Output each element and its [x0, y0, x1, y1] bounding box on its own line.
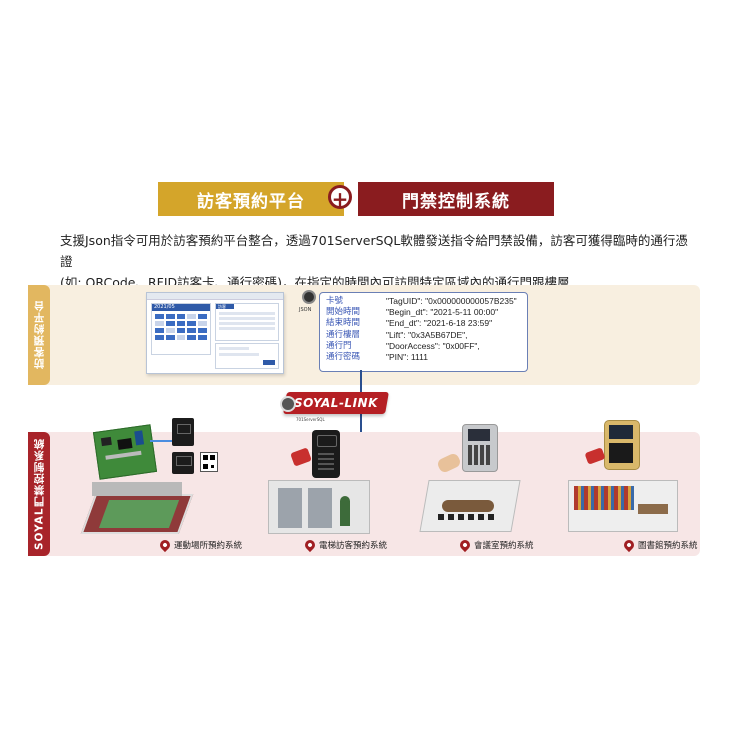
- json-value: "DoorAccess": "0x00FF",: [386, 340, 480, 351]
- json-key: 通行密碼: [326, 352, 361, 363]
- system-name: 圖書館預約系統: [638, 541, 698, 551]
- json-row: 開始時間 "Begin_dt": "2021-5-11 00:00": [320, 307, 527, 318]
- intro-text: 支援Json指令可用於訪客預約平台整合，透過701ServerSQL軟體發送指令…: [60, 230, 700, 293]
- system-label: 會議室預約系統: [457, 537, 534, 553]
- json-value: "End_dt": "2021-6-18 23:59": [386, 318, 493, 329]
- visitor-platform-side-label: 訪客預約平台: [28, 285, 50, 385]
- system-name: 電梯訪客預約系統: [319, 541, 388, 551]
- access-control-label: 門禁控制系統: [402, 191, 510, 212]
- access-control-pill: 門禁控制系統: [358, 182, 554, 216]
- system-label: 圖書館預約系統: [621, 537, 698, 553]
- soyal-link-logo: SOYAL-LINK: [283, 392, 389, 414]
- location-pin-icon: [457, 537, 473, 553]
- qr-reader: [172, 452, 194, 474]
- json-key: 通行門: [326, 340, 352, 351]
- access-control-side-label: SOYAL門禁控制系統: [28, 432, 50, 556]
- calendar-widget: 2021/05: [151, 303, 211, 355]
- library-scene: [568, 474, 678, 536]
- soyal-link-sub: 701ServerSQL: [296, 417, 325, 422]
- card-reader: [172, 418, 194, 446]
- system-name: 會議室預約系統: [474, 541, 534, 551]
- calendar-month: 2021/05: [152, 304, 210, 311]
- json-value: "Begin_dt": "2021-5-11 00:00": [386, 307, 499, 318]
- soyal-link-label: SOYAL-LINK: [294, 396, 378, 410]
- location-pin-icon: [302, 537, 318, 553]
- keypad-reader-hand: [312, 430, 340, 478]
- screen-titlebar: [147, 293, 283, 300]
- schedule-panel: 訪客: [215, 303, 279, 341]
- platform-screen: 2021/05 訪客: [146, 292, 284, 374]
- system-name: 運動場所預約系統: [174, 541, 243, 551]
- system-label: 電梯訪客預約系統: [302, 537, 388, 553]
- json-key: 通行樓層: [326, 329, 361, 340]
- json-value: "Lift": "0x3A5B67DE",: [386, 329, 468, 340]
- json-badge-label: JSON: [299, 307, 312, 313]
- json-row: 通行樓層 "Lift": "0x3A5B67DE",: [320, 330, 527, 341]
- intro-line-1: 支援Json指令可用於訪客預約平台整合，透過701ServerSQL軟體發送指令…: [60, 233, 688, 269]
- json-value: "TagUID": "0x000000000057B235": [386, 296, 517, 306]
- json-key: 卡號: [326, 296, 344, 306]
- json-key: 開始時間: [326, 307, 361, 318]
- location-pin-icon: [621, 537, 637, 553]
- location-pin-icon: [157, 537, 173, 553]
- visitor-form: [215, 343, 279, 369]
- sports-court-scene: [80, 478, 194, 538]
- visitor-platform-label: 訪客預約平台: [197, 191, 305, 212]
- elevator-lobby-scene: [268, 470, 376, 536]
- system-label: 運動場所預約系統: [157, 537, 243, 553]
- json-row: 通行門 "DoorAccess": "0x00FF",: [320, 341, 527, 352]
- plus-icon: +: [328, 185, 352, 210]
- rs485-cable: [150, 440, 174, 442]
- meeting-room-scene: [419, 474, 521, 536]
- json-row: 通行密碼 "PIN": 1111: [320, 352, 527, 363]
- json-command-panel: 卡號 "TagUID": "0x000000000057B235" 開始時間 "…: [319, 292, 528, 372]
- submit-button-mock: [263, 360, 275, 365]
- lcd-keypad-device: [462, 424, 498, 472]
- controller-board: [92, 424, 158, 480]
- json-icon: [302, 290, 316, 304]
- visitor-platform-pill: 訪客預約平台: [158, 182, 344, 216]
- qr-code-icon: [200, 452, 218, 472]
- calendar-grid: [152, 311, 210, 343]
- json-value: "PIN": 1111: [386, 352, 428, 363]
- json-row: 結束時間 "End_dt": "2021-6-18 23:59": [320, 318, 527, 329]
- json-key: 結束時間: [326, 318, 361, 329]
- soyal-link-emblem: [280, 396, 296, 412]
- schedule-tab: 訪客: [216, 304, 234, 309]
- json-row: 卡號 "TagUID": "0x000000000057B235": [320, 296, 527, 307]
- color-screen-terminal: [604, 420, 640, 470]
